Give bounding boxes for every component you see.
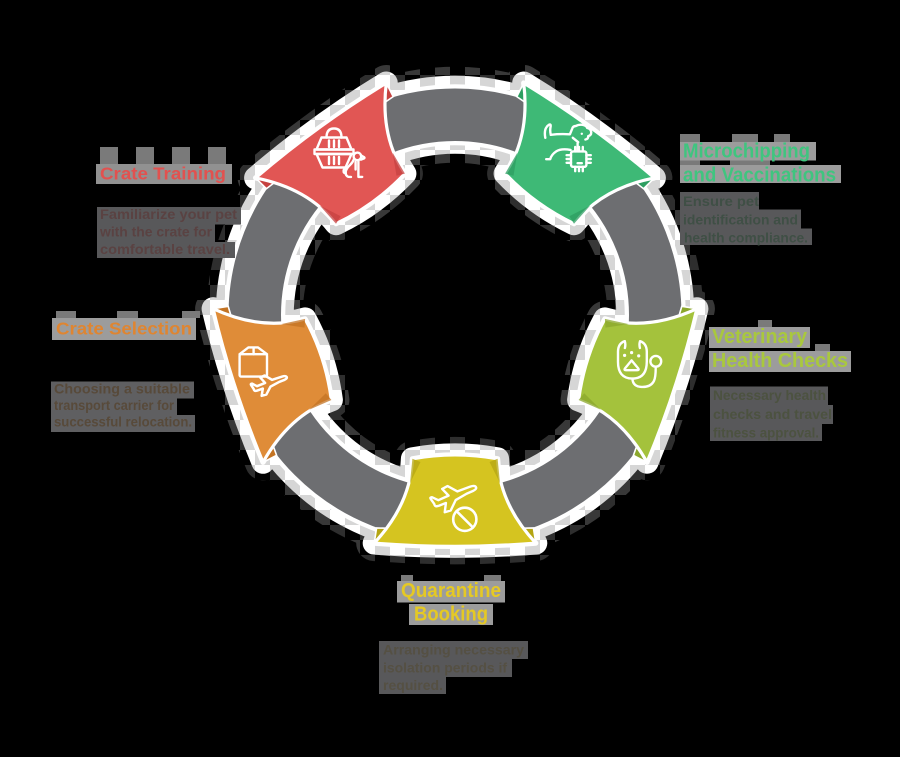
svg-text:and Vaccinations: and Vaccinations xyxy=(683,165,836,187)
svg-text:required.: required. xyxy=(383,677,443,693)
svg-text:Choosing a suitable: Choosing a suitable xyxy=(54,381,190,397)
svg-text:health compliance.: health compliance. xyxy=(684,230,808,246)
svg-text:Health Checks: Health Checks xyxy=(712,350,848,372)
svg-text:Familiarize your pet: Familiarize your pet xyxy=(100,206,237,222)
svg-text:isolation periods if: isolation periods if xyxy=(383,660,507,676)
svg-text:Quarantine: Quarantine xyxy=(401,580,501,602)
svg-text:Booking: Booking xyxy=(414,604,488,626)
svg-text:Veterinary: Veterinary xyxy=(712,326,808,348)
svg-text:fitness approval.: fitness approval. xyxy=(713,425,819,441)
svg-text:with the crate for: with the crate for xyxy=(99,224,213,240)
svg-text:checks and travel: checks and travel xyxy=(713,406,832,422)
svg-text:Ensure pet: Ensure pet xyxy=(683,193,759,209)
svg-text:Crate Training: Crate Training xyxy=(100,164,226,184)
svg-text:comfortable travel.: comfortable travel. xyxy=(100,241,230,257)
svg-text:transport carrier for: transport carrier for xyxy=(54,397,175,413)
svg-text:identification and: identification and xyxy=(683,212,798,228)
svg-text:Necessary health: Necessary health xyxy=(713,387,826,403)
svg-text:Microchipping: Microchipping xyxy=(683,141,810,163)
svg-text:Crate Selection: Crate Selection xyxy=(56,319,192,339)
svg-text:Arranging necessary: Arranging necessary xyxy=(383,642,524,658)
svg-text:successful relocation.: successful relocation. xyxy=(54,414,192,430)
